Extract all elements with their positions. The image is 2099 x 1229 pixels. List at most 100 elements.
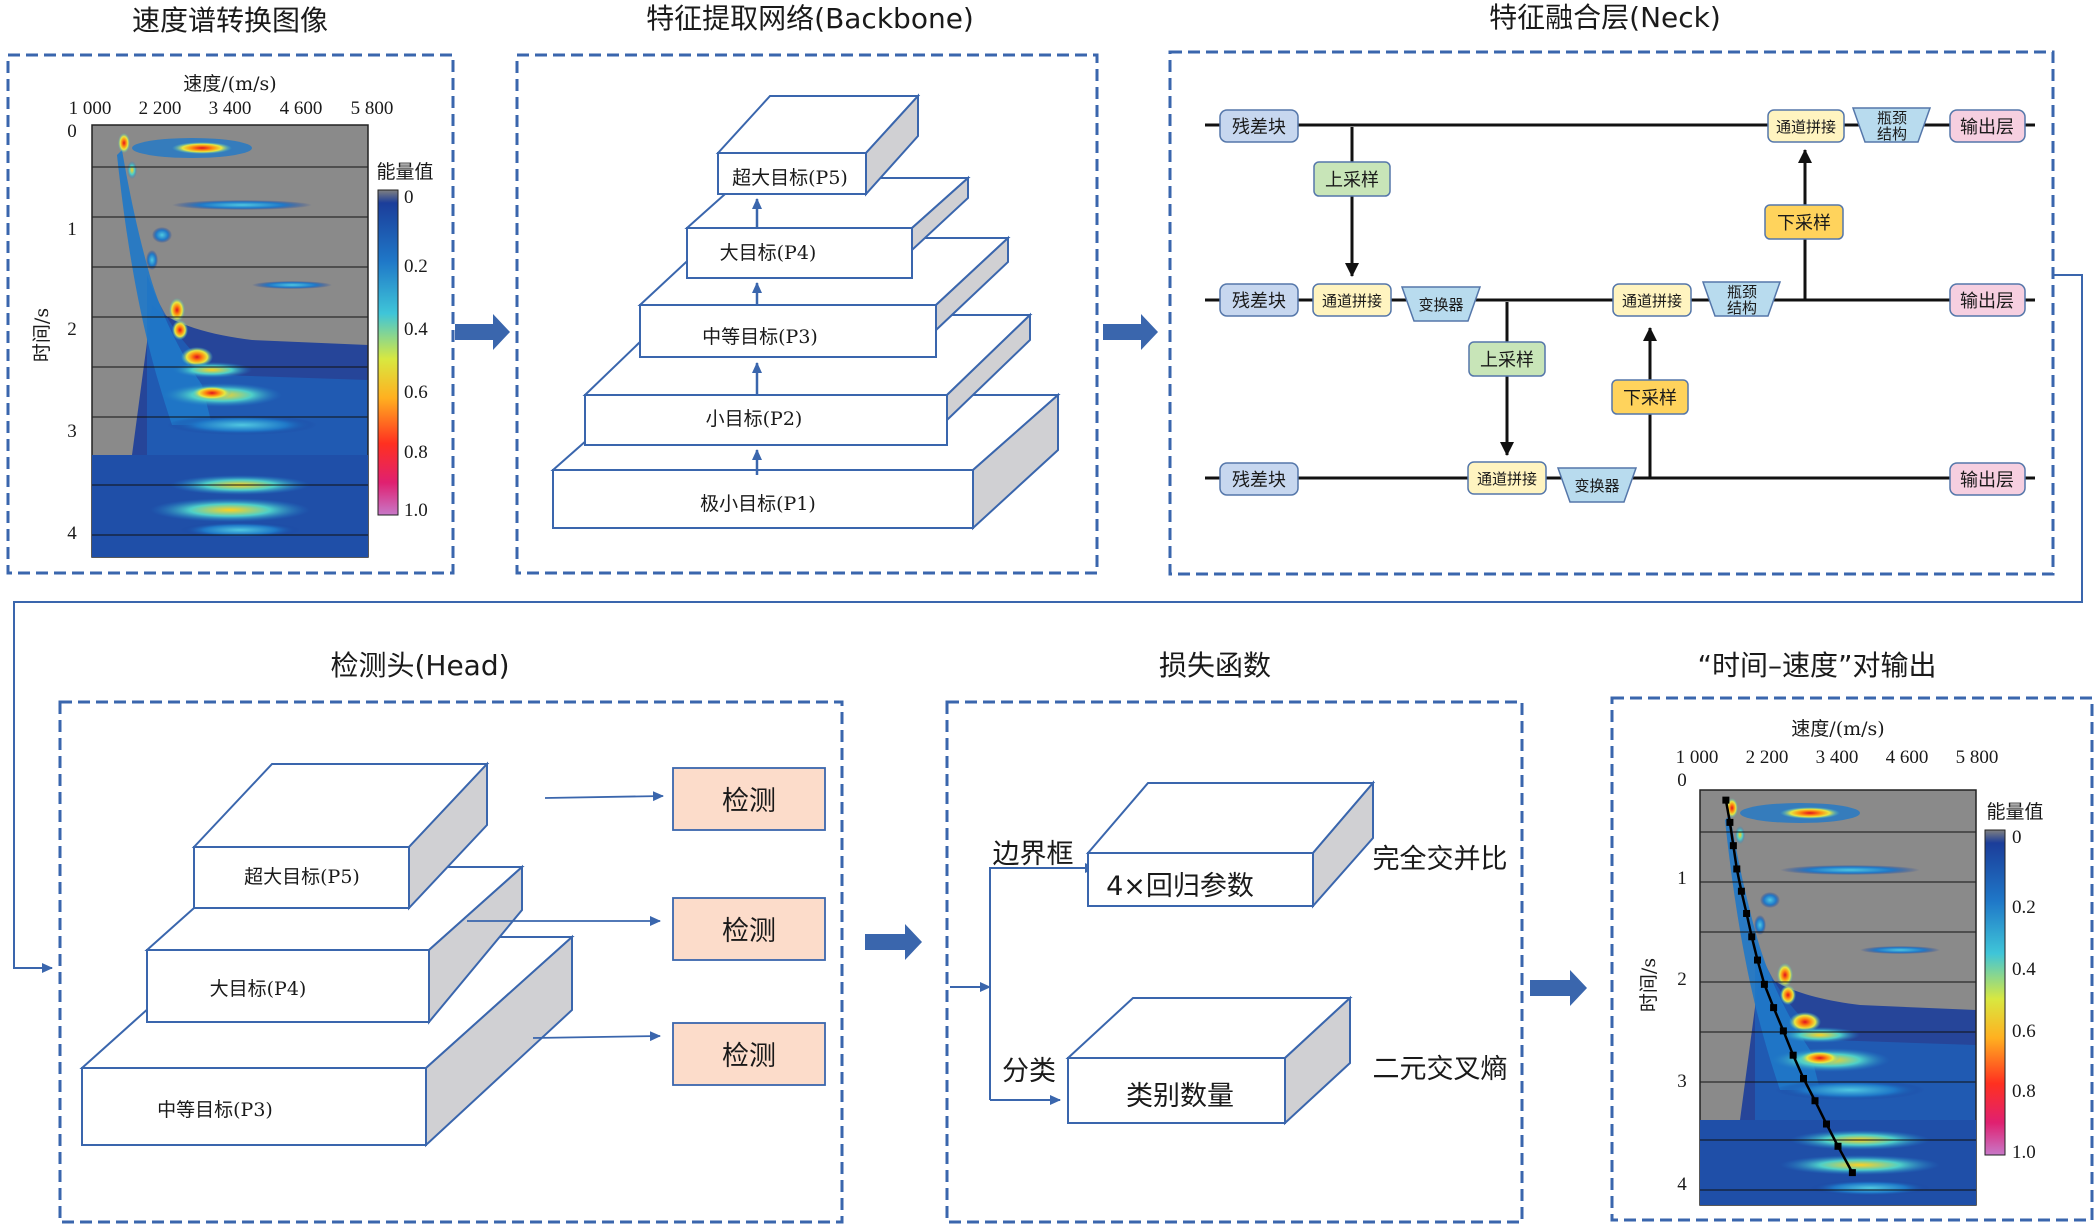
data-point: [1743, 909, 1751, 917]
flow-arrow-1: [455, 314, 510, 350]
flow-arrow-4: [1530, 970, 1587, 1006]
spectrum-ytick: 1: [67, 219, 77, 240]
flow-arrow-2: [1103, 314, 1158, 350]
svg-text:上采样: 上采样: [1480, 350, 1534, 371]
spectrum-cbar-tick: 0.4: [404, 319, 428, 340]
output-xlabel: 速度/(m/s): [1791, 718, 1884, 740]
bbox-params-label: 4×回归参数: [1106, 871, 1254, 902]
output-xtick: 2 200: [1746, 747, 1789, 768]
spectrum-xtick: 4 600: [280, 98, 323, 119]
neck-residual-block: 残差块: [1219, 462, 1299, 496]
head-arrow: [532, 1031, 661, 1042]
spectrum-cbar-tick: 0: [404, 187, 414, 208]
spectrum-cbar-tick: 0.6: [404, 382, 428, 403]
output-xtick: 4 600: [1886, 747, 1929, 768]
neck-downsample-block: 下采样: [1764, 204, 1844, 240]
picked-velocity-series: [1722, 796, 1856, 1177]
output-spectrum-plot: 速度/(m/s) 1 000 2 200 3 400 4 600 5 800 0…: [1638, 718, 2044, 1206]
svg-text:检测: 检测: [722, 1041, 776, 1072]
title-backbone: 特征提取网络(Backbone): [646, 2, 974, 35]
spectrum-ytick: 2: [67, 319, 77, 340]
output-ytick: 1: [1677, 868, 1687, 889]
spectrum-xtick: 3 400: [209, 98, 252, 119]
spectrum-ylabel: 时间/s: [31, 308, 53, 362]
svg-text:输出层: 输出层: [1960, 291, 2014, 312]
data-point: [1834, 1142, 1842, 1150]
svg-text:上采样: 上采样: [1325, 170, 1379, 191]
class-count-box: [1065, 995, 1353, 1126]
backbone-level-p1: 极小目标(P1): [700, 493, 816, 515]
backbone-level-p2: 小目标(P2): [706, 408, 803, 430]
svg-text:通道拼接: 通道拼接: [1322, 292, 1382, 310]
neck-residual-block: 残差块: [1219, 109, 1299, 143]
panel-output-frame: [1610, 696, 2094, 1222]
svg-text:通道拼接: 通道拼接: [1622, 292, 1682, 310]
title-output: “时间–速度”对输出: [1697, 649, 1936, 682]
svg-text:通道拼接: 通道拼接: [1477, 470, 1537, 488]
input-spectrum-plot: 速度/(m/s) 1 000 2 200 3 400 4 600 5 800 0…: [31, 73, 434, 558]
spectrum-cbar-tick: 0.8: [404, 442, 428, 463]
backbone-level-p5: 超大目标(P5): [732, 167, 848, 189]
flow-arrow-3: [865, 924, 922, 960]
svg-text:结构: 结构: [1727, 299, 1757, 317]
neck-bottleneck-block: 瓶颈 结构: [1701, 281, 1782, 317]
spectrum-ytick: 4: [67, 523, 77, 544]
data-point: [1779, 1027, 1787, 1035]
output-cbar-tick: 1.0: [2012, 1142, 2036, 1163]
output-cbar-tick: 0.2: [2012, 897, 2036, 918]
neck-output-block: 输出层: [1949, 283, 2026, 317]
output-xtick: 3 400: [1816, 747, 1859, 768]
spectrum-xtick: 2 200: [139, 98, 182, 119]
spectrum-ytick: 3: [67, 421, 77, 442]
backbone-pyramid: [550, 93, 1061, 531]
data-point: [1754, 956, 1761, 964]
neck-upsample-block: 上采样: [1313, 161, 1391, 197]
detect-box: 检测: [672, 1022, 826, 1086]
title-loss: 损失函数: [1159, 649, 1271, 682]
spectrum-cbar-tick: 0.2: [404, 256, 428, 277]
output-ytick: 0: [1677, 770, 1687, 791]
backbone-level-p3: 中等目标(P3): [702, 326, 818, 348]
output-colorbar-label: 能量值: [1986, 801, 2043, 823]
title-head: 检测头(Head): [330, 649, 509, 682]
head-arrow: [544, 791, 664, 802]
output-ytick: 2: [1677, 969, 1687, 990]
spectrum-xtick: 5 800: [351, 98, 394, 119]
class-count-label: 类别数量: [1126, 1081, 1234, 1112]
data-point: [1737, 887, 1745, 895]
bbox-loss-name: 完全交并比: [1373, 844, 1508, 875]
loss-branches: [950, 863, 1096, 1105]
detect-box: 检测: [672, 767, 826, 831]
head-level-p5: 超大目标(P5): [244, 866, 360, 888]
panel-spectrum-frame: [6, 53, 455, 575]
spectrum-xlabel: 速度/(m/s): [183, 73, 276, 95]
output-cbar-tick: 0.8: [2012, 1081, 2036, 1102]
data-point: [1748, 933, 1756, 941]
neck-downsample-block: 下采样: [1611, 379, 1689, 415]
head-pyramid: [79, 761, 575, 1148]
svg-text:变换器: 变换器: [1574, 477, 1619, 495]
detect-box: 检测: [672, 897, 826, 961]
head-level-p4: 大目标(P4): [210, 978, 307, 1000]
data-point: [1848, 1169, 1856, 1177]
data-point: [1789, 1051, 1797, 1059]
neck-concat-block: 通道拼接: [1467, 461, 1547, 495]
data-point: [1800, 1074, 1807, 1082]
neck-residual-block: 残差块: [1219, 283, 1299, 317]
neck-bottleneck-block: 瓶颈 结构: [1851, 107, 1932, 143]
svg-text:变换器: 变换器: [1418, 296, 1463, 314]
neck-transformer-block: 变换器: [1556, 467, 1638, 503]
svg-text:结构: 结构: [1877, 125, 1907, 143]
data-point: [1726, 818, 1734, 826]
data-point: [1733, 865, 1741, 873]
data-point: [1729, 842, 1737, 850]
head-level-p3: 中等目标(P3): [157, 1099, 273, 1121]
bbox-branch-label: 边界框: [993, 839, 1074, 870]
cls-loss-name: 二元交叉熵: [1373, 1054, 1508, 1085]
neck-concat-block: 通道拼接: [1312, 283, 1392, 317]
output-ytick: 4: [1677, 1174, 1687, 1195]
neck-graph: 残差块 通道拼接 瓶颈 结构 输出层 上采样 下采样 残差块: [1205, 107, 2035, 503]
output-xtick: 1 000: [1676, 747, 1719, 768]
svg-text:下采样: 下采样: [1777, 213, 1831, 234]
